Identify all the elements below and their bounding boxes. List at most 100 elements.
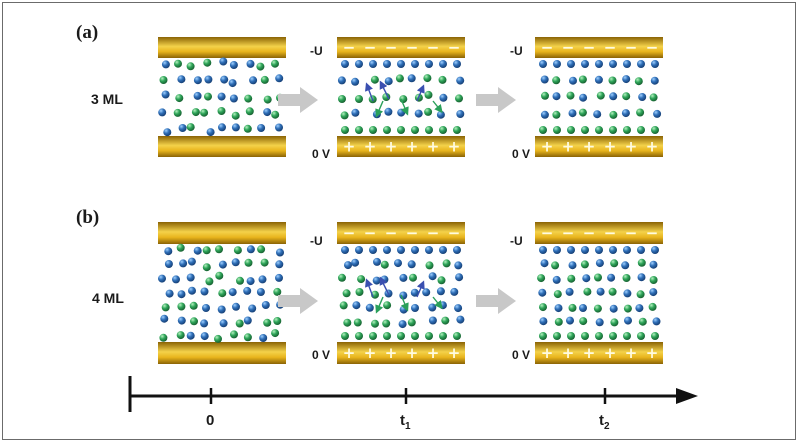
- anion: [343, 318, 352, 327]
- cation: [200, 287, 209, 296]
- charge-symbol-top: −: [343, 39, 356, 57]
- anion: [581, 126, 589, 134]
- cation: [540, 75, 549, 84]
- anion: [425, 126, 433, 134]
- cation: [355, 60, 363, 68]
- cation: [161, 90, 170, 99]
- anion: [271, 59, 279, 68]
- anion: [566, 91, 575, 100]
- anion: [357, 275, 366, 284]
- cation: [220, 75, 229, 84]
- cation: [624, 316, 632, 325]
- panel-b-label: (b): [76, 207, 99, 228]
- stage-transition-arrow: [278, 87, 318, 113]
- cation: [373, 257, 381, 266]
- electrode-bottom-a2: [535, 136, 663, 157]
- cation: [372, 276, 381, 285]
- cation: [538, 288, 547, 297]
- cation: [256, 288, 265, 296]
- electrode-top-a0: [158, 37, 286, 58]
- anion: [441, 316, 450, 325]
- cation-motion-arrow: [379, 276, 390, 296]
- anion: [581, 332, 589, 340]
- cation: [219, 57, 228, 66]
- anion: [636, 290, 645, 299]
- cation: [202, 304, 210, 312]
- cation: [637, 246, 645, 254]
- cation: [552, 275, 561, 284]
- cation-motion-arrow: [416, 84, 425, 102]
- anion: [217, 107, 226, 115]
- cation: [456, 76, 465, 85]
- cation: [217, 92, 226, 101]
- charge-symbol-bottom: +: [541, 138, 554, 156]
- layers-label-a: 3 ML: [91, 91, 123, 107]
- cation: [186, 331, 195, 340]
- charge-symbol-top: −: [583, 224, 596, 242]
- cation: [275, 273, 283, 282]
- cation-motion-arrow: [365, 278, 374, 298]
- cation: [261, 301, 270, 309]
- cation: [178, 124, 187, 132]
- cation: [609, 246, 617, 254]
- cation: [275, 260, 284, 269]
- panel-a-label: (a): [76, 22, 98, 43]
- charge-symbol-bottom: +: [625, 344, 638, 362]
- anion: [610, 259, 619, 268]
- cation: [595, 259, 604, 268]
- cation: [456, 315, 465, 324]
- cation: [257, 124, 266, 132]
- charge-symbol-bottom: +: [364, 344, 377, 362]
- anion: [395, 74, 404, 83]
- cation: [607, 273, 616, 282]
- anion-motion-arrow: [400, 294, 409, 312]
- cation: [621, 261, 630, 270]
- cation: [249, 76, 258, 85]
- anion: [202, 263, 211, 272]
- electrode-bottom-b1: [337, 342, 465, 364]
- anion: [202, 246, 211, 255]
- anion: [230, 330, 238, 339]
- anion: [174, 59, 182, 68]
- cation: [246, 245, 255, 254]
- cation: [596, 287, 605, 296]
- cation: [219, 319, 228, 328]
- anion: [380, 260, 389, 269]
- cation: [193, 91, 202, 100]
- anion: [609, 126, 617, 134]
- anion: [355, 126, 363, 134]
- anion: [411, 332, 419, 340]
- anion: [231, 111, 240, 120]
- ion-motion-arrows-group: [365, 80, 443, 314]
- voltage-top-b-t1: -U: [310, 234, 323, 248]
- cation: [568, 261, 577, 270]
- charge-symbol-bottom: +: [406, 138, 419, 156]
- anion: [651, 332, 659, 340]
- cation: [425, 60, 433, 68]
- charge-symbol-bottom: +: [646, 344, 659, 362]
- charge-symbol-bottom: +: [583, 138, 596, 156]
- cation-motion-arrow: [379, 80, 390, 100]
- anion: [161, 303, 170, 312]
- anion: [541, 91, 549, 100]
- anion: [175, 94, 184, 103]
- anion: [243, 124, 252, 133]
- anion: [399, 95, 408, 104]
- stage-transition-arrow: [476, 288, 516, 314]
- anion: [245, 107, 254, 116]
- anion: [186, 123, 195, 132]
- cation: [652, 317, 661, 326]
- cation: [622, 75, 631, 84]
- cation: [595, 246, 603, 254]
- charge-symbol-top: −: [604, 39, 617, 57]
- anion: [411, 126, 419, 134]
- voltage-top-a-t2: -U: [510, 44, 523, 58]
- anion: [423, 74, 432, 83]
- cation: [158, 274, 166, 283]
- cation: [651, 246, 659, 254]
- anion: [383, 126, 391, 134]
- anion: [273, 287, 282, 296]
- anion: [424, 107, 433, 116]
- ions-group: [158, 57, 662, 343]
- anion: [425, 332, 433, 340]
